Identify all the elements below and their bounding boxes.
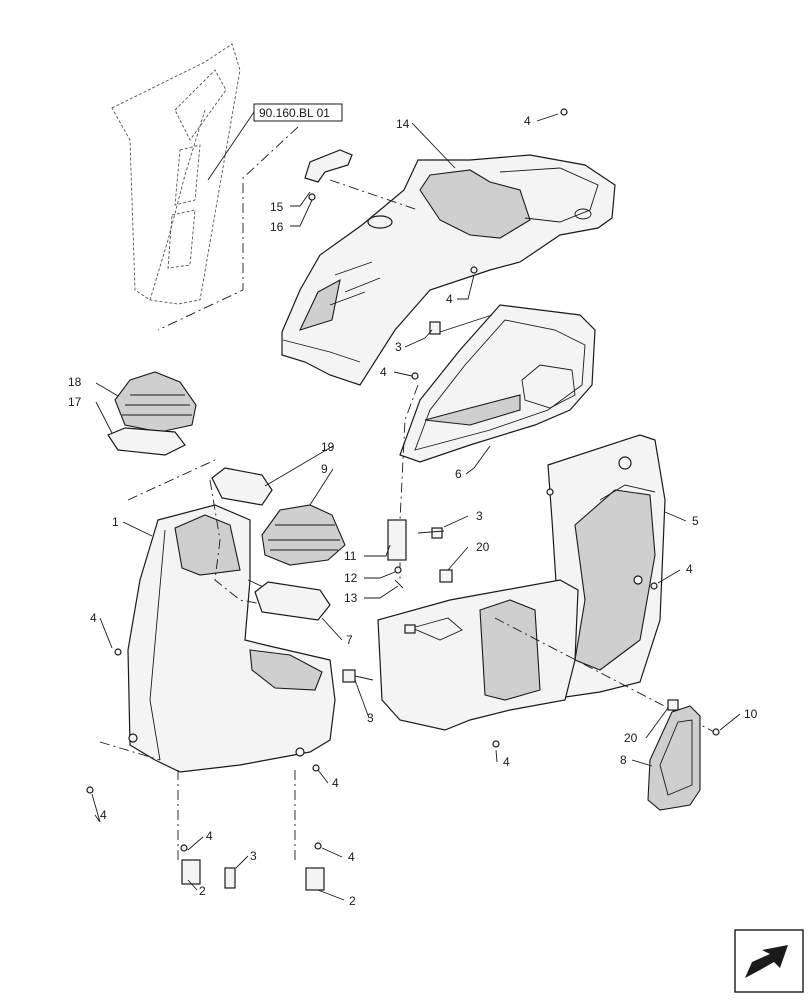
callout-numbers: 14 4 15 16 4 3 4 18 17 19 9 6 3 5 1 11 2… (68, 114, 758, 908)
housing-dashline-top (127, 459, 216, 501)
callout-4[interactable]: 4 (380, 365, 387, 379)
leader-lines (91, 113, 741, 901)
callout-4[interactable]: 4 (332, 776, 339, 790)
callout-12[interactable]: 12 (344, 571, 358, 585)
callout-4[interactable]: 4 (90, 611, 97, 625)
lower-right-console-panel (377, 579, 579, 731)
part-17-bezel (107, 427, 186, 456)
steering-column-reference (111, 43, 241, 305)
callout-4[interactable]: 4 (524, 114, 531, 128)
callout-5[interactable]: 5 (692, 514, 699, 528)
callout-20[interactable]: 20 (476, 540, 490, 554)
callout-17[interactable]: 17 (68, 395, 82, 409)
callout-10[interactable]: 10 (744, 707, 758, 721)
callout-2[interactable]: 2 (199, 884, 206, 898)
callout-3[interactable]: 3 (476, 509, 483, 523)
part-14-upper-shroud (281, 154, 616, 386)
part-9-ridges (268, 524, 340, 551)
part-19-frame (211, 467, 273, 506)
callout-1[interactable]: 1 (112, 515, 119, 529)
part-6-tray-panel (399, 304, 596, 463)
part-8-vent-grille (647, 705, 701, 811)
callout-20[interactable]: 20 (624, 731, 638, 745)
callout-11[interactable]: 11 (344, 549, 357, 563)
callout-19[interactable]: 19 (321, 440, 335, 454)
part-16-clip (308, 193, 316, 201)
callout-4[interactable]: 4 (503, 755, 510, 769)
callout-8[interactable]: 8 (620, 753, 627, 767)
part-18-ridges (122, 394, 192, 416)
fasteners (86, 108, 720, 891)
callout-4[interactable]: 4 (686, 562, 693, 576)
callout-13[interactable]: 13 (344, 591, 358, 605)
part-20-clip-lower (667, 699, 679, 711)
reference-leader (207, 111, 255, 181)
console-dashline (494, 617, 721, 736)
callout-14[interactable]: 14 (396, 117, 410, 131)
callout-3[interactable]: 3 (250, 849, 257, 863)
direction-arrow-icon (734, 929, 804, 993)
part-3-clip-upper (429, 321, 441, 335)
callout-4[interactable]: 4 (100, 808, 107, 822)
callout-18[interactable]: 18 (68, 375, 82, 389)
callout-16[interactable]: 16 (270, 220, 284, 234)
callout-3[interactable]: 3 (367, 711, 374, 725)
callout-4[interactable]: 4 (206, 829, 213, 843)
callout-9[interactable]: 9 (321, 462, 328, 476)
part-18-boot (114, 371, 197, 433)
callout-15[interactable]: 15 (270, 200, 284, 214)
part-9-boot (261, 504, 346, 566)
part-15-bracket (304, 149, 353, 183)
callout-4[interactable]: 4 (348, 850, 355, 864)
callout-7[interactable]: 7 (346, 633, 353, 647)
callout-3[interactable]: 3 (395, 340, 402, 354)
part-7-bezel (254, 581, 331, 621)
part-15-dashline (329, 179, 419, 211)
callout-2[interactable]: 2 (349, 894, 356, 908)
part-1-column-housing (127, 504, 336, 773)
reference-label[interactable]: 90.160.BL 01 (259, 106, 330, 120)
callout-6[interactable]: 6 (455, 467, 462, 481)
callout-4[interactable]: 4 (446, 292, 453, 306)
